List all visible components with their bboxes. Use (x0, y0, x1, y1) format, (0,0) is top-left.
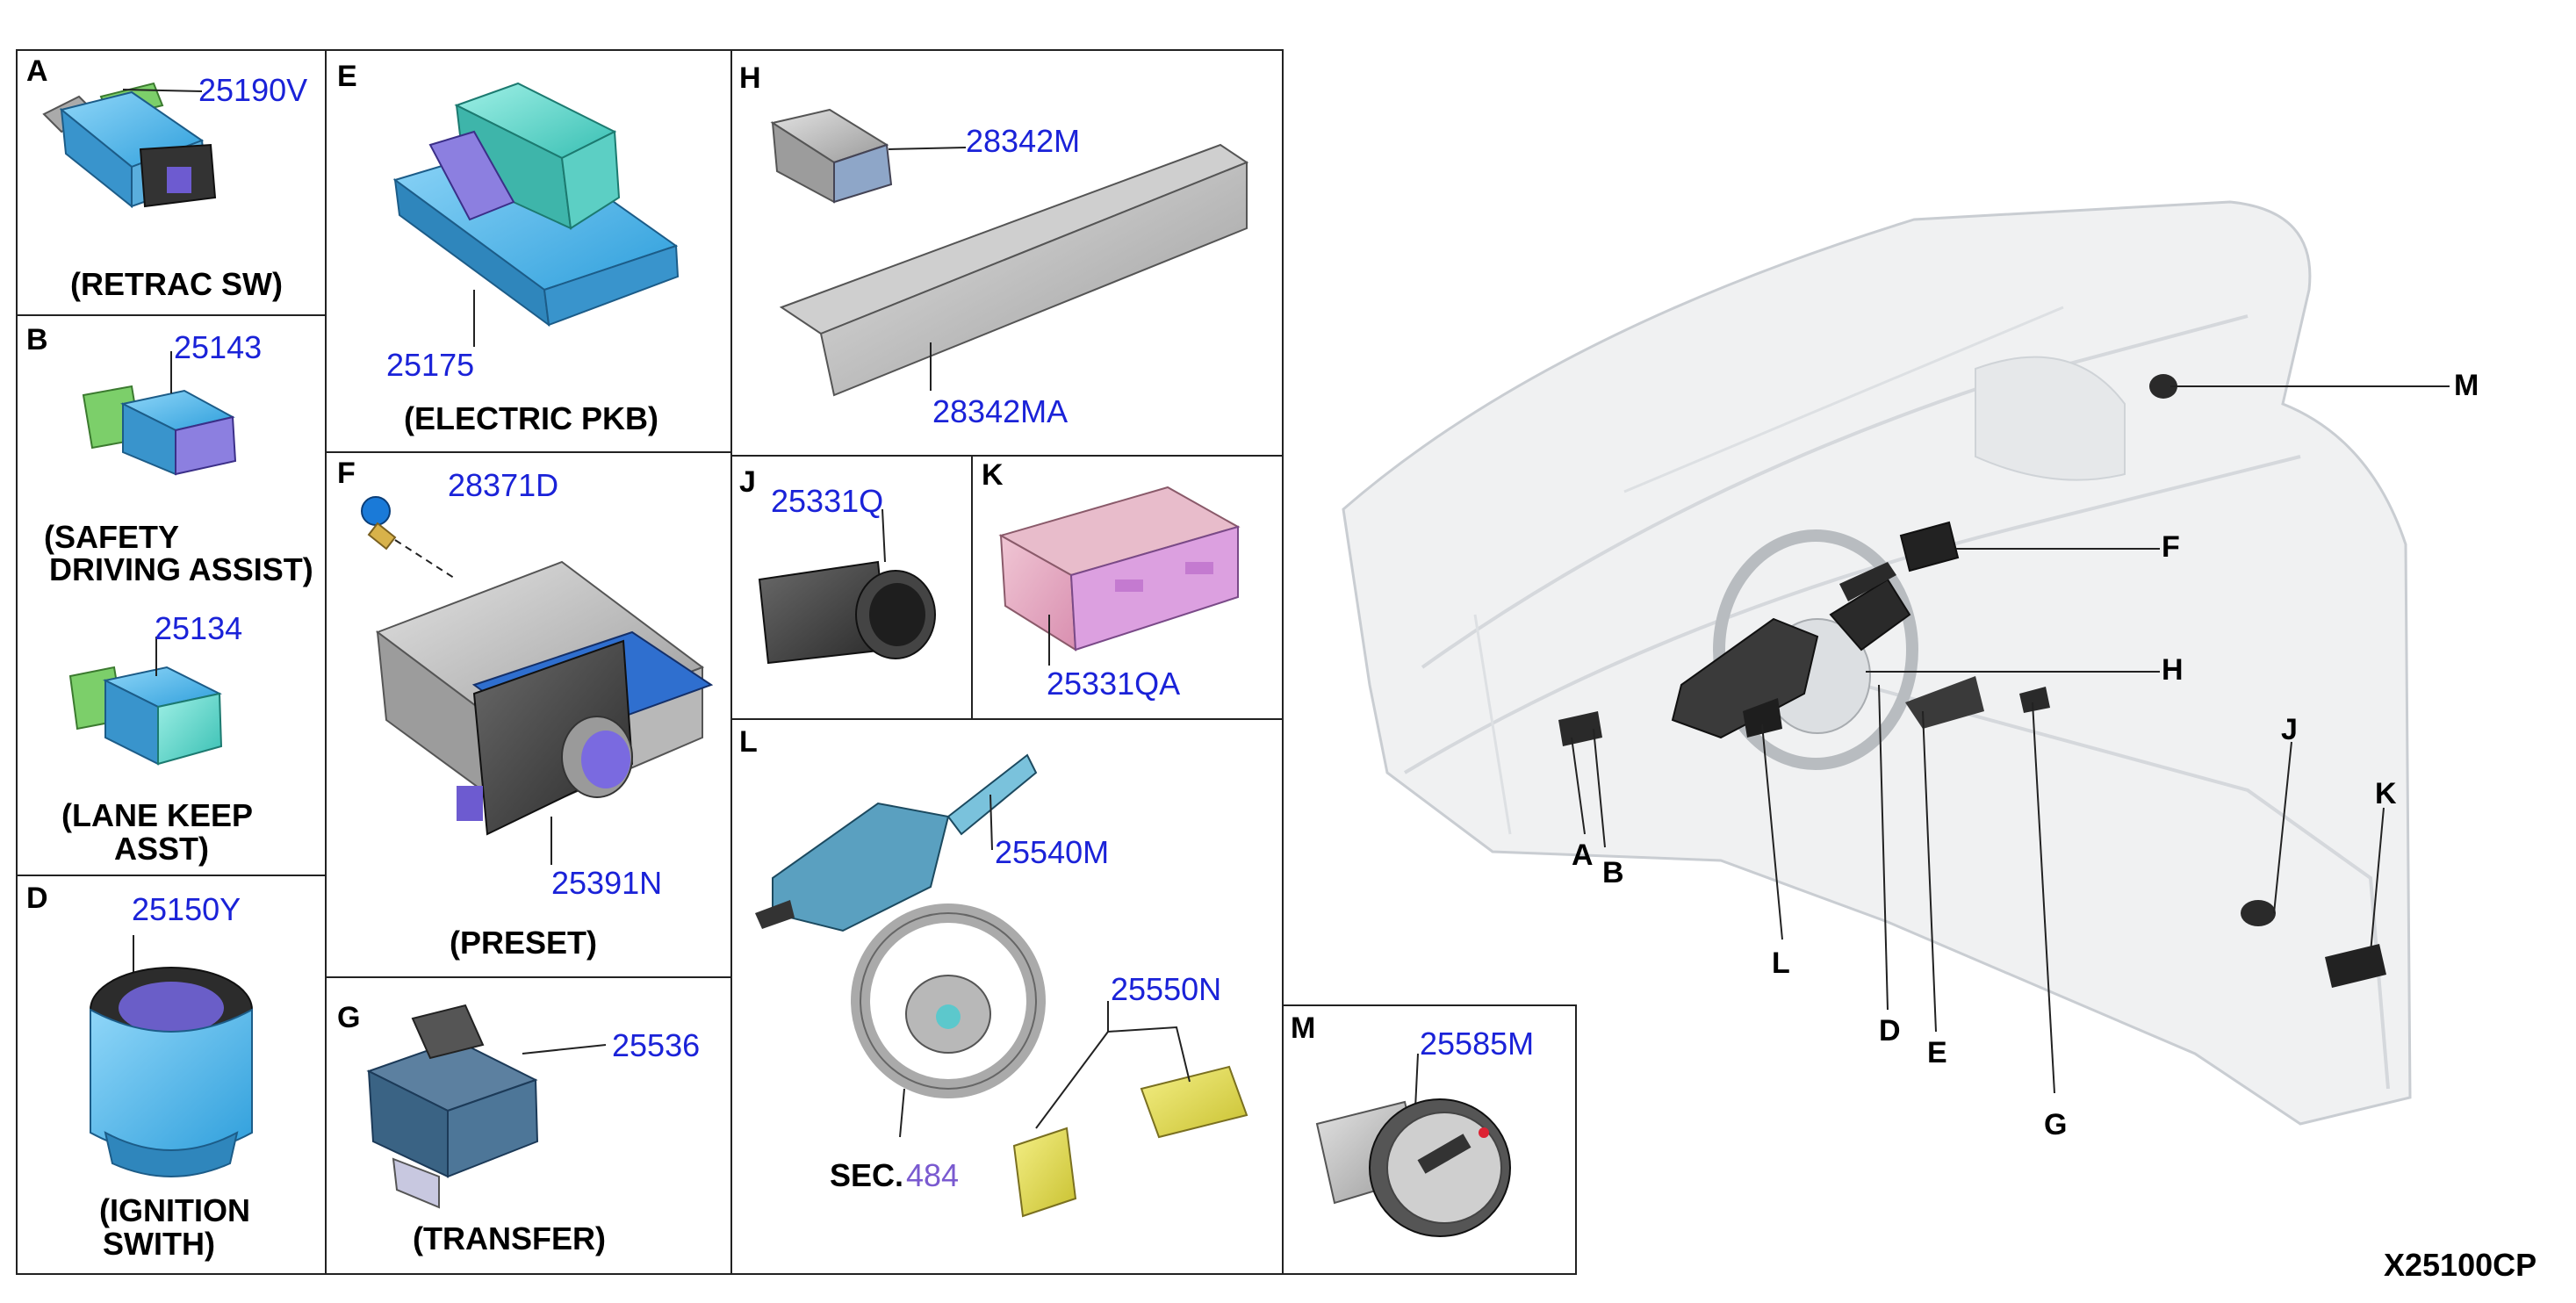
panel-letter-m: M (1291, 1011, 1316, 1045)
panel-m (1282, 1004, 1577, 1275)
callout-g[interactable]: G (2044, 1108, 2068, 1141)
callout-e[interactable]: E (1927, 1036, 1947, 1069)
panel-letter-g: G (337, 1001, 361, 1034)
callout-d[interactable]: D (1879, 1014, 1901, 1047)
panel-letter-l: L (739, 725, 758, 759)
caption-safety-line2: DRIVING ASSIST) (49, 551, 313, 587)
caption-ignition-line2: SWITH) (103, 1226, 215, 1262)
part-number-25331q[interactable]: 25331Q (771, 483, 884, 519)
lane-keep-switch-illustration (68, 637, 223, 766)
panel-l (730, 718, 1284, 1275)
panel-letter-j: J (739, 465, 756, 499)
part-number-25536[interactable]: 25536 (612, 1027, 701, 1063)
preset-switch-illustration (361, 496, 714, 865)
part-number-25134[interactable]: 25134 (155, 610, 243, 646)
panel-letter-d: D (26, 882, 48, 915)
section-ref-number[interactable]: 484 (906, 1157, 960, 1193)
caption-ignition-line1: (IGNITION (99, 1192, 250, 1228)
callout-a[interactable]: A (1572, 839, 1594, 872)
dashboard-overview (1342, 200, 2450, 1126)
callout-l[interactable]: L (1772, 947, 1790, 980)
retrac-switch-illustration (42, 82, 217, 209)
panel-letter-a: A (26, 54, 48, 88)
caption-preset: (PRESET) (450, 925, 598, 961)
part-number-28342ma[interactable]: 28342MA (932, 393, 1069, 429)
part-number-25391n[interactable]: 25391N (551, 865, 663, 901)
part-number-25550n[interactable]: 25550N (1111, 971, 1222, 1007)
part-number-25540m[interactable]: 25540M (995, 834, 1110, 870)
steering-switch-illustration (755, 753, 1248, 1218)
panel-letter-f: F (337, 457, 356, 490)
caption-safety-line1: (SAFETY (44, 519, 180, 555)
electric-pkb-illustration (392, 82, 680, 347)
caption-electric-pkb: (ELECTRIC PKB) (404, 400, 658, 436)
part-number-25190v[interactable]: 25190V (198, 72, 308, 108)
panel-letter-h: H (739, 61, 761, 95)
part-number-25175[interactable]: 25175 (386, 347, 475, 383)
panel-letter-k: K (982, 458, 1004, 492)
caption-lanekeep-line1: (LANE KEEP (61, 797, 254, 833)
callout-m[interactable]: M (2454, 369, 2479, 402)
callout-k[interactable]: K (2375, 777, 2397, 810)
control-unit-illustration (770, 108, 1249, 397)
callout-j[interactable]: J (2281, 713, 2298, 746)
safety-assist-switch-illustration (82, 351, 237, 476)
panel-letter-b: B (26, 323, 48, 356)
diagram-code: X25100CP (2384, 1247, 2537, 1283)
caption-retrac-sw: (RETRAC SW) (70, 266, 283, 302)
transfer-switch-illustration (366, 1004, 607, 1209)
callout-b[interactable]: B (1602, 856, 1624, 889)
part-number-25150y[interactable]: 25150Y (132, 891, 241, 927)
part-number-25585m[interactable]: 25585M (1420, 1026, 1535, 1062)
part-number-25331qa[interactable]: 25331QA (1047, 666, 1181, 702)
callout-f[interactable]: F (2162, 530, 2180, 564)
part-number-28342m[interactable]: 28342M (966, 123, 1081, 159)
section-ref-label: SEC. (830, 1157, 904, 1193)
start-button-illustration (758, 508, 936, 665)
caption-lanekeep-line2: ASST) (114, 831, 209, 867)
panel-letter-e: E (337, 60, 357, 93)
headlamp-switch-illustration (1315, 1053, 1511, 1237)
callout-h[interactable]: H (2162, 653, 2184, 687)
ignition-switch-illustration (90, 935, 253, 1177)
part-number-25143[interactable]: 25143 (174, 329, 263, 365)
part-number-28371d[interactable]: 28371D (448, 467, 559, 503)
caption-transfer: (TRANSFER) (413, 1220, 606, 1256)
usb-module-illustration (998, 486, 1241, 666)
